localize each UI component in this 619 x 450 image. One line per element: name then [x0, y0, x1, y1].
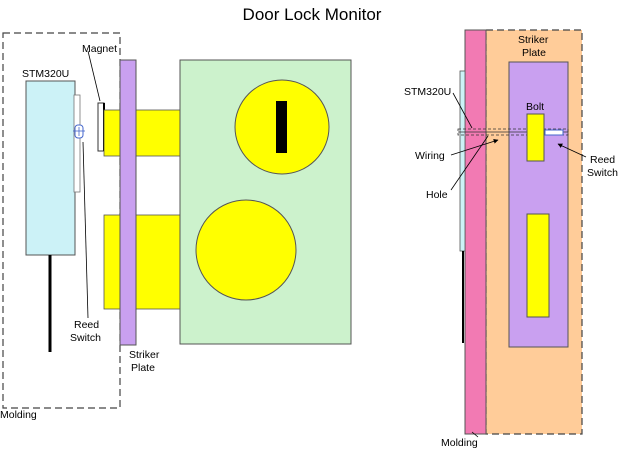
right-molding-leader [471, 431, 479, 438]
right-reed-leader [557, 143, 587, 158]
left-sensor-bracket [73, 94, 81, 193]
left-lower-bolt [103, 214, 182, 310]
left-molding-label: Molding [0, 409, 37, 421]
right-reed-label-line2: Switch [587, 167, 618, 179]
right-molding [464, 29, 487, 435]
right-sensor-label: STM320U [404, 86, 451, 98]
right-sensor-leader [452, 92, 473, 129]
right-reed-switch [544, 129, 564, 136]
left-upper-bolt [103, 109, 182, 157]
right-molding-label: Molding [441, 437, 478, 449]
magnet-label: Magnet [82, 43, 117, 55]
right-striker-label-line1: Striker [518, 34, 549, 46]
left-striker-label-line1: Striker [129, 349, 160, 361]
right-bolt [526, 113, 545, 162]
diagram-title: Door Lock Monitor [243, 5, 382, 24]
key-slot [276, 101, 287, 153]
left-reed-leader [82, 141, 89, 319]
left-sensor-module [25, 80, 76, 256]
left-reed-label-line2: Switch [70, 332, 101, 344]
right-reed-label-line1: Reed [590, 154, 615, 166]
left-reed-label-line1: Reed [74, 319, 99, 331]
hole-label: Hole [426, 189, 448, 201]
wiring-label: Wiring [415, 150, 445, 162]
right-lower-latch [526, 213, 550, 318]
left-striker-label-line2: Plate [131, 362, 155, 374]
right-sensor-module [459, 70, 466, 252]
right-view: Striker Plate STM320U Bolt Wiring Hole R… [404, 29, 618, 449]
right-striker-label-line2: Plate [522, 47, 546, 59]
left-sensor-label: STM320U [22, 68, 69, 80]
left-view: STM320U Magnet Reed Switch Striker Plate… [0, 32, 352, 421]
hole-leader [450, 135, 489, 191]
bolt-label: Bolt [526, 101, 544, 113]
thumb-turn-knob [195, 199, 297, 301]
left-reed-switch-symbol [73, 124, 85, 139]
left-striker-plate [119, 59, 137, 346]
magnet-leader [87, 50, 101, 102]
left-molding-region [2, 32, 121, 409]
wiring-leader [450, 139, 499, 156]
